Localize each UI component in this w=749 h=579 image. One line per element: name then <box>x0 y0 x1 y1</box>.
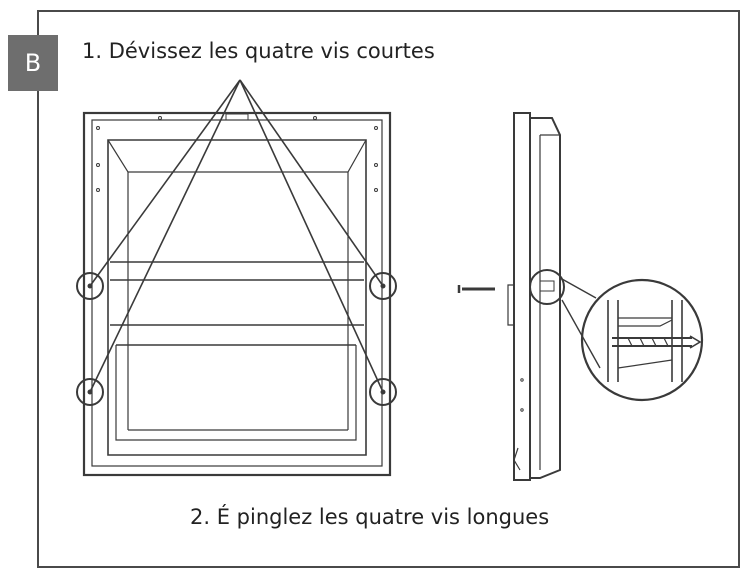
screw-circle-top-right <box>369 272 397 300</box>
leader-lines <box>89 79 384 393</box>
screw-circle-bottom-right <box>369 378 397 406</box>
instruction-step-2: 2. É pinglez les quatre vis longues <box>190 505 550 529</box>
magnified-detail <box>561 278 704 402</box>
step-badge: B <box>8 35 58 91</box>
long-screw <box>457 285 495 293</box>
screw-circle-top-left <box>76 272 104 300</box>
instruction-step-1: 1. Dévissez les quatre vis courtes <box>82 39 435 63</box>
screw-highlights <box>76 272 397 406</box>
door-front-view <box>82 111 392 477</box>
screw-circle-bottom-left <box>76 378 104 406</box>
door-side-view <box>507 112 565 481</box>
